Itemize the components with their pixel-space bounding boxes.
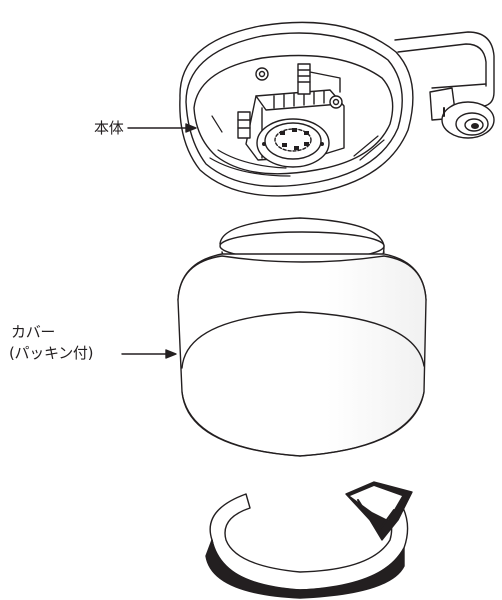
- cover-dome: [177, 217, 427, 457]
- body-label: 本体: [94, 119, 124, 137]
- cover-leader-arrow: [121, 349, 177, 359]
- cover-label: カバー: [11, 323, 56, 341]
- fixture-body: [179, 21, 495, 197]
- socket: [256, 118, 330, 168]
- body-leader-arrow: [127, 123, 197, 133]
- mounting-bracket: [394, 31, 495, 139]
- rotation-arrow-icon: [205, 481, 413, 599]
- cover-packing-label: (パッキン付): [9, 344, 94, 362]
